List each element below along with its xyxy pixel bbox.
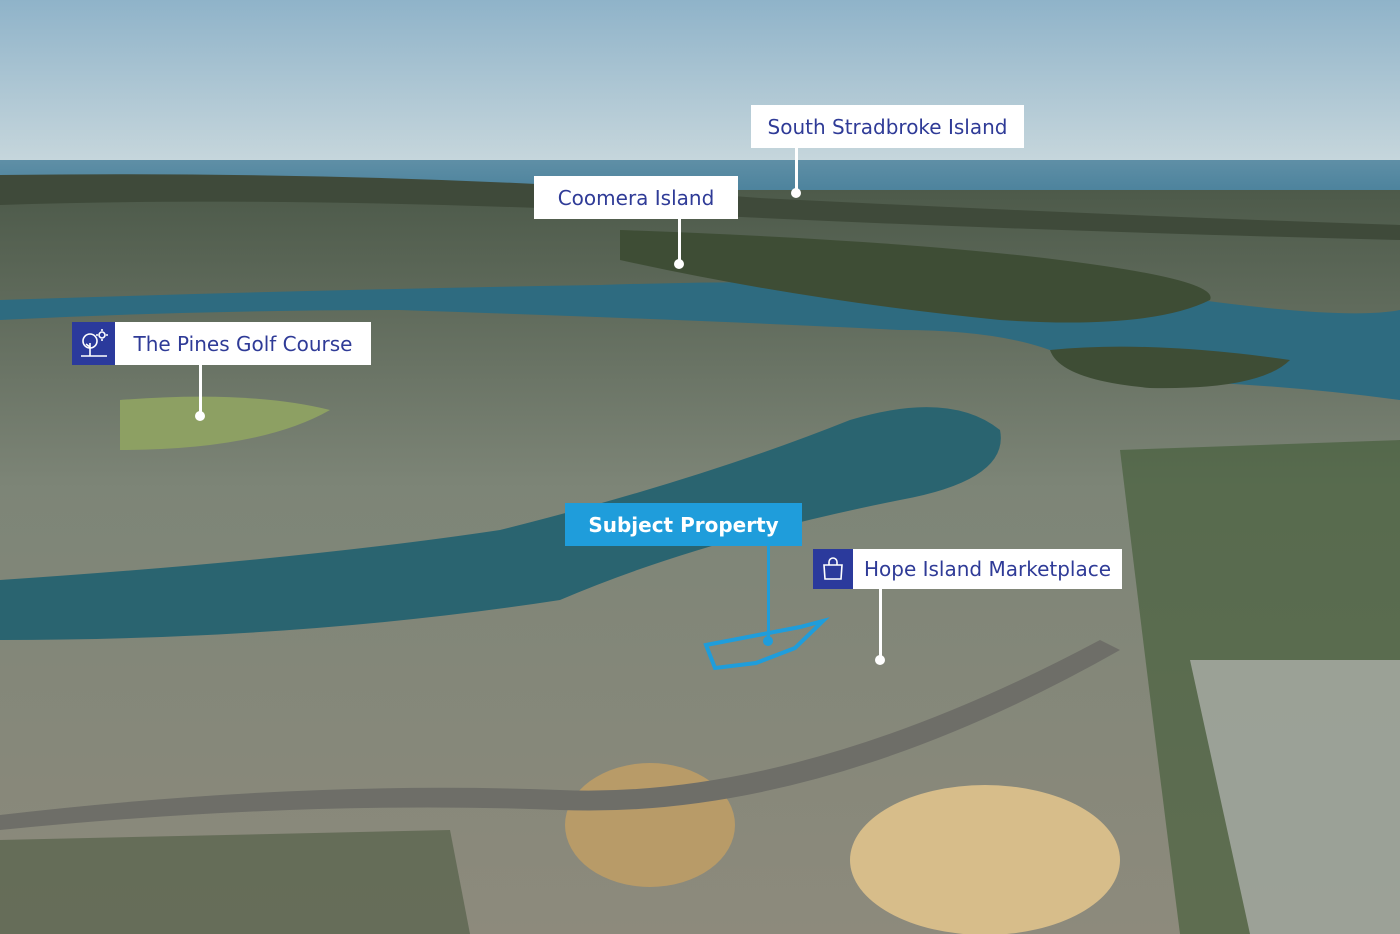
leader-dot — [763, 636, 773, 646]
shopping-bag-icon — [813, 549, 853, 589]
leader-dot — [875, 655, 885, 665]
label-south-stradbroke-island: South Stradbroke Island — [751, 105, 1024, 148]
label-pines-golf-course: The Pines Golf Course — [115, 322, 371, 365]
label-hope-island-marketplace: Hope Island Marketplace — [853, 549, 1122, 589]
subject-property-outline — [703, 617, 830, 671]
leader-line — [199, 364, 202, 414]
leader-line — [795, 148, 798, 193]
label-coomera-island: Coomera Island — [534, 176, 738, 219]
leader-dot — [791, 188, 801, 198]
golf-tree-icon — [72, 322, 115, 365]
leader-line — [767, 545, 770, 640]
leader-line — [879, 589, 882, 659]
leader-line — [678, 218, 681, 263]
leader-dot — [674, 259, 684, 269]
leader-dot — [195, 411, 205, 421]
label-subject-property: Subject Property — [565, 503, 802, 546]
